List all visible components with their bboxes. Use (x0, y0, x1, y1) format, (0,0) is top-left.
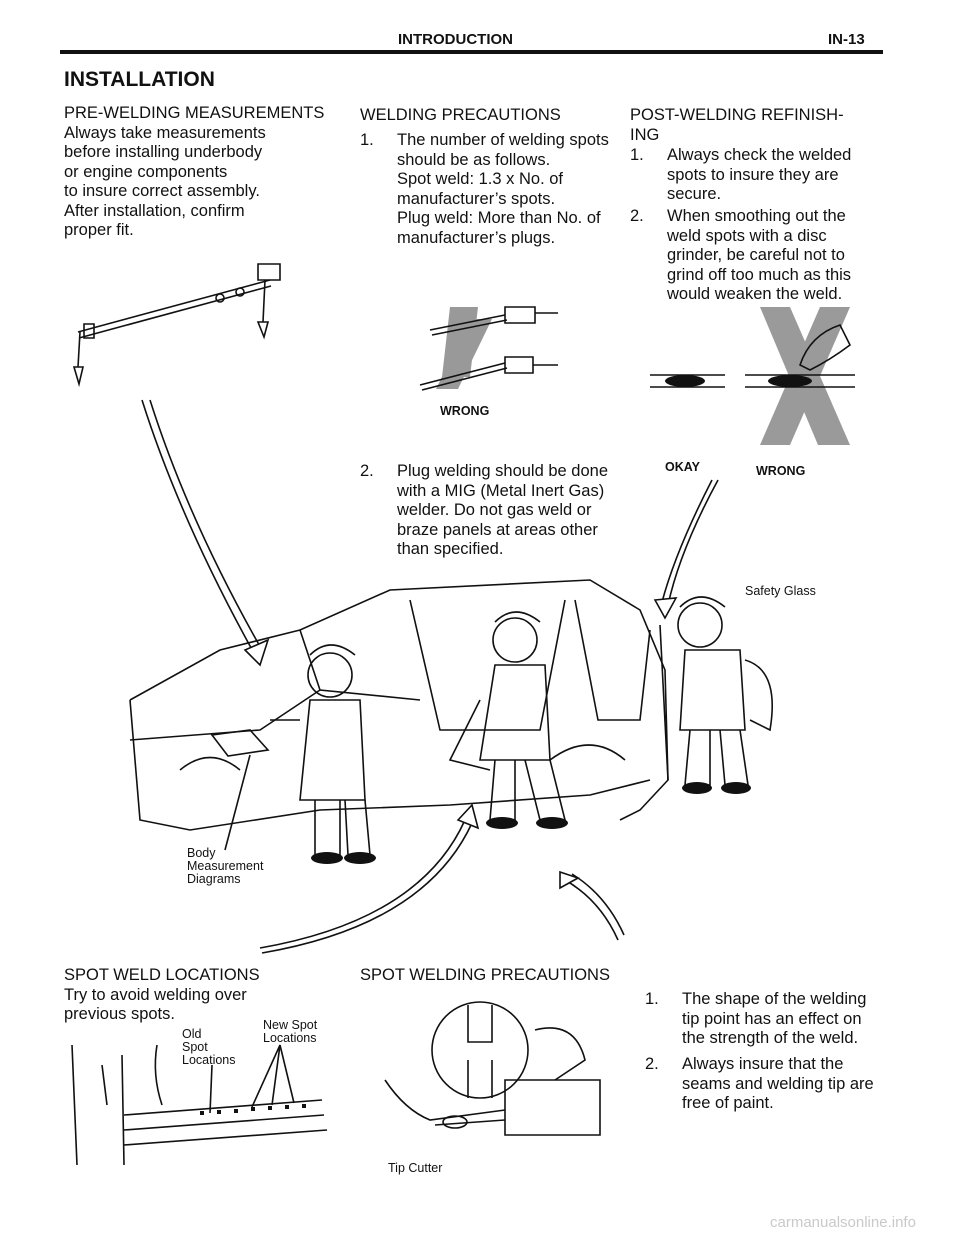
spot-welding-precautions-heading: SPOT WELDING PRECAUTIONS (360, 966, 610, 984)
spot-weld-line: previous spots. (64, 1005, 175, 1023)
step-line: weld spots with a disc (667, 226, 827, 245)
spot-welder-illustration (375, 1000, 610, 1165)
arrow-icon (260, 820, 465, 948)
pre-welding-line: After installation, confirm (64, 201, 245, 220)
step-number: 2. (630, 207, 644, 225)
step-line: grind off too much as this (667, 265, 852, 284)
step-line: spots to insure they are (667, 165, 839, 184)
tip-cutter-label: Tip Cutter (388, 1161, 443, 1175)
step-number: 1. (645, 990, 659, 1008)
leader-line (210, 1065, 212, 1113)
safety-glass-label: Safety Glass (745, 584, 816, 598)
label-line: Old (182, 1027, 202, 1041)
welding-precautions-heading: WELDING PRECAUTIONS (360, 106, 561, 124)
gas-welding-torch-illustration (410, 295, 570, 395)
step-line: Spot weld: 1.3 x No. of (397, 170, 564, 188)
welding-step-1: 1. The number of welding spots should be… (360, 131, 609, 248)
wrong-label: WRONG (440, 404, 490, 418)
page-title: INSTALLATION (64, 68, 215, 91)
step-line: with a MIG (Metal Inert Gas) (397, 481, 605, 500)
arrow-icon (142, 400, 255, 655)
step-line: manufacturer’s spots. (397, 189, 556, 208)
page-number: IN-13 (828, 31, 865, 48)
leader-line (225, 755, 250, 850)
pre-welding-heading: PRE-WELDING MEASUREMENTS (64, 104, 325, 122)
step-line: braze panels at areas other (397, 520, 598, 539)
body-measurement-label: Body Measurement Diagrams (187, 847, 263, 886)
pre-welding-line: Always take measurements (64, 123, 266, 142)
step-number: 1. (630, 146, 644, 164)
car-body-workers-illustration (120, 400, 840, 955)
measuring-gauge-illustration (70, 262, 295, 392)
pre-welding-section: PRE-WELDING MEASUREMENTS Always take mea… (64, 104, 324, 241)
rocker-panel-illustration (62, 1045, 342, 1170)
new-spot-label: New Spot Locations (263, 1019, 317, 1045)
step-line: The shape of the welding (682, 990, 867, 1008)
welding-step-2: 2. Plug welding should be done with a MI… (360, 462, 608, 560)
step-line: the strength of the weld. (682, 1029, 859, 1047)
step-line: should be as follows. (397, 150, 551, 169)
spot-weld-line: Try to avoid welding over (64, 985, 247, 1004)
step-line: seams and welding tip are (682, 1074, 874, 1093)
label-line: Locations (263, 1031, 317, 1045)
label-line: Measurement (187, 859, 264, 873)
step-line: grinder, be careful not to (667, 246, 845, 264)
post-welding-heading-line: ING (630, 125, 660, 144)
step-number: 2. (360, 462, 374, 480)
step-line: than specified. (397, 540, 504, 558)
post-welding-step-1: 1. Always check the welded spots to insu… (630, 146, 851, 205)
step-number: 2. (645, 1055, 659, 1073)
step-line: manufacturer’s plugs. (397, 228, 556, 247)
label-line: Locations (182, 1053, 236, 1067)
post-welding-heading-line: POST-WELDING REFINISH- (630, 106, 844, 124)
step-line: Plug welding should be done (397, 462, 608, 480)
step-line: The number of welding spots (397, 131, 609, 149)
old-spot-label: Old Spot Locations (182, 1028, 236, 1067)
post-welding-heading: POST-WELDING REFINISH- ING (630, 106, 844, 145)
section-title: INTRODUCTION (398, 31, 513, 48)
step-line: would weaken the weld. (667, 285, 843, 303)
footer-watermark: carmanualsonline.info (770, 1214, 916, 1231)
arrow-icon (668, 480, 718, 605)
arrow-icon (565, 880, 618, 940)
pre-welding-line: proper fit. (64, 221, 134, 239)
label-line: Diagrams (187, 872, 241, 886)
pre-welding-line: before installing underbody (64, 143, 263, 161)
step-line: When smoothing out the (667, 207, 846, 225)
spot-weld-heading: SPOT WELD LOCATIONS (64, 966, 260, 984)
spot-welding-step-2: 2. Always insure that the seams and weld… (645, 1055, 874, 1114)
label-line: New Spot (263, 1018, 318, 1032)
step-line: Always insure that the (682, 1055, 844, 1073)
step-line: welder. Do not gas weld or (397, 501, 592, 519)
pre-welding-line: to insure correct assembly. (64, 182, 260, 200)
step-line: Plug weld: More than No. of (397, 209, 601, 227)
spot-welding-step-1: 1. The shape of the welding tip point ha… (645, 990, 866, 1049)
label-line: Spot (182, 1040, 208, 1054)
label-line: Body (187, 846, 216, 860)
okay-label: OKAY (665, 460, 700, 474)
spot-weld-locations-section: SPOT WELD LOCATIONS Try to avoid welding… (64, 966, 260, 1025)
step-line: Always check the welded (667, 146, 852, 164)
step-number: 1. (360, 131, 374, 149)
step-line: tip point has an effect on (682, 1009, 862, 1028)
pre-welding-line: or engine components (64, 162, 228, 181)
wrong-label: WRONG (756, 464, 806, 478)
header-rule (60, 50, 883, 54)
post-welding-step-2: 2. When smoothing out the weld spots wit… (630, 207, 851, 305)
step-line: free of paint. (682, 1094, 774, 1112)
step-line: secure. (667, 185, 722, 203)
grinder-illustration (650, 307, 860, 445)
